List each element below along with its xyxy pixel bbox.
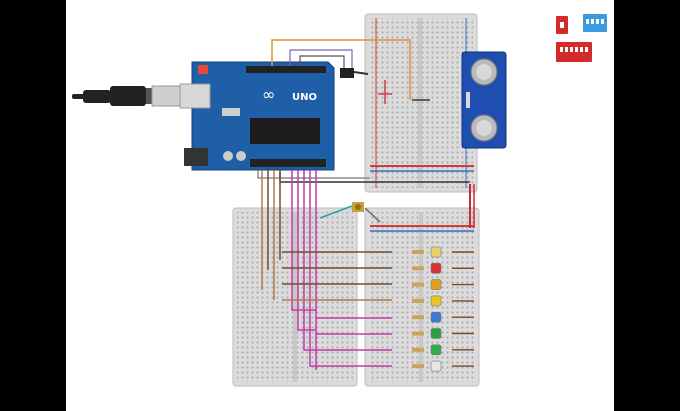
component-toolbar xyxy=(556,14,607,62)
resistor xyxy=(412,315,424,320)
led-array xyxy=(412,246,474,372)
led-1[interactable] xyxy=(412,246,474,258)
led-body xyxy=(430,360,442,372)
led-2[interactable] xyxy=(412,262,474,274)
led-7[interactable] xyxy=(412,344,474,356)
led-body xyxy=(430,262,442,274)
led-4[interactable] xyxy=(412,295,474,307)
resistor xyxy=(412,250,424,254)
led-row-wires xyxy=(282,251,392,367)
arduino-logo: ∞ xyxy=(262,85,275,104)
led-body xyxy=(430,328,442,339)
led-body xyxy=(430,295,442,307)
ultrasonic-sensor[interactable] xyxy=(461,51,507,149)
breadboard-top[interactable] xyxy=(364,13,478,193)
resistor xyxy=(412,282,424,287)
top-wires xyxy=(257,39,470,183)
usb-cable[interactable] xyxy=(72,85,183,107)
potentiometer[interactable] xyxy=(319,202,381,223)
red-component-icon[interactable] xyxy=(556,16,568,34)
resistor xyxy=(412,347,424,352)
arduino-uno-board[interactable]: ∞ UNO xyxy=(179,61,335,171)
resistor xyxy=(412,266,424,271)
breadboard-bottom-right[interactable] xyxy=(364,207,480,387)
breadboard-bottom-left[interactable] xyxy=(232,207,358,387)
buzzer[interactable] xyxy=(340,68,354,78)
led-wires xyxy=(261,170,330,370)
resistor xyxy=(412,364,424,369)
led-body xyxy=(430,311,442,323)
led-6[interactable] xyxy=(412,328,474,339)
red-dip-switch-icon[interactable] xyxy=(556,42,592,62)
blue-dip-switch-icon[interactable] xyxy=(583,14,607,32)
uno-label: UNO xyxy=(292,92,317,103)
resistor xyxy=(412,298,424,303)
led-3[interactable] xyxy=(412,279,474,290)
led-body xyxy=(430,279,442,290)
led-body xyxy=(430,344,442,356)
led-5[interactable] xyxy=(412,311,474,323)
resistor xyxy=(412,331,424,336)
reset-button[interactable] xyxy=(198,65,208,74)
led-8[interactable] xyxy=(412,360,474,372)
led-body xyxy=(430,246,442,258)
power-rails xyxy=(370,165,475,232)
